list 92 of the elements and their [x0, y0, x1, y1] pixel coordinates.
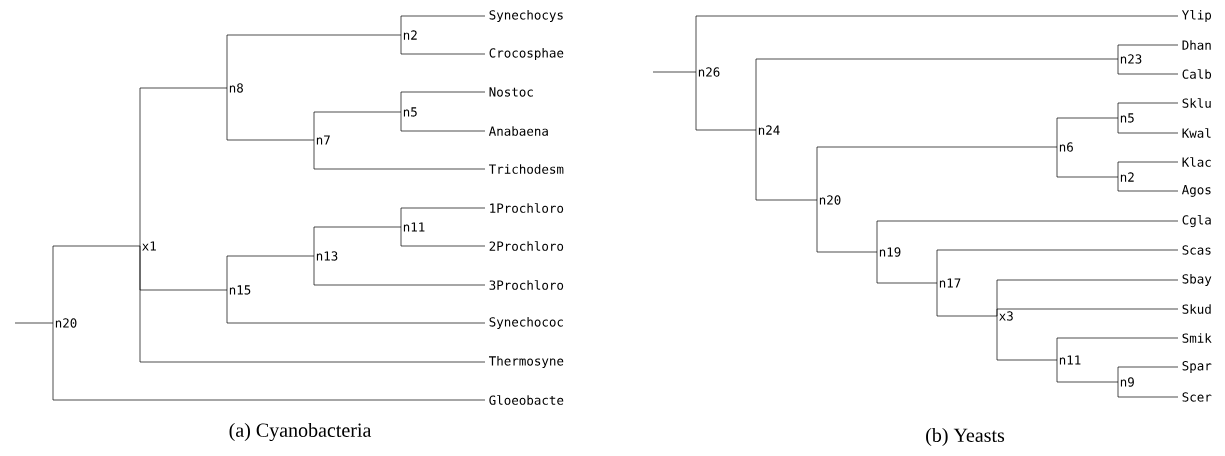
branch-line	[695, 15, 1179, 73]
branch-line	[1117, 161, 1179, 178]
branch-line	[14, 322, 54, 324]
branch-line	[1117, 366, 1179, 383]
branch-line	[1056, 146, 1119, 178]
branch-line	[876, 220, 1179, 253]
branch-line	[1117, 102, 1179, 119]
branch-line	[876, 251, 938, 284]
leaf-label: Cgla	[1182, 214, 1211, 228]
tree-node-label: n15	[229, 285, 251, 295]
leaf-label: Thermosyne	[489, 355, 564, 369]
branch-line	[400, 207, 486, 228]
branch-line	[1117, 44, 1179, 60]
branch-line	[313, 226, 402, 257]
branch-line	[755, 58, 1119, 131]
leaf-label: Synechocys	[489, 9, 563, 23]
tree-node-label: n19	[879, 247, 901, 257]
branch-line	[1056, 337, 1179, 361]
branch-line	[313, 255, 486, 286]
branch-line	[52, 322, 486, 401]
tree-node-label: n7	[316, 135, 330, 145]
leaf-label: Ylip	[1181, 9, 1212, 23]
branch-line	[936, 282, 998, 317]
tree-node-label: n26	[698, 67, 720, 77]
tree-node-label: x3	[999, 311, 1013, 321]
subfigure-caption: (a) Cyanobacteria	[229, 422, 372, 442]
branch-line	[226, 289, 486, 324]
tree-node-label: x1	[142, 241, 156, 251]
tree-node-label: n13	[316, 251, 338, 261]
branch-line	[652, 71, 697, 73]
branch-line	[1117, 58, 1179, 75]
tree-node-label: n6	[1059, 142, 1073, 152]
leaf-label: 1Prochloro	[490, 203, 564, 213]
branch-line	[139, 87, 228, 247]
branch-line	[400, 15, 486, 36]
leaf-label: 3Prochloro	[489, 280, 564, 290]
branch-line	[1056, 359, 1119, 383]
branch-line	[313, 111, 402, 141]
leaf-label: Smik	[1182, 333, 1212, 343]
tree-node-label: n20	[55, 318, 77, 328]
tree-node-label: n11	[1059, 355, 1081, 365]
branch-line	[52, 245, 141, 324]
tree-node-label: n5	[403, 107, 417, 117]
branch-line	[226, 34, 402, 89]
branch-line	[1056, 117, 1119, 148]
branch-line	[313, 139, 486, 170]
branch-line	[400, 111, 486, 132]
branch-line	[1117, 381, 1179, 398]
branch-line	[755, 129, 818, 201]
branch-line	[936, 249, 1179, 284]
branch-line	[1117, 176, 1179, 192]
tree-node-label: n8	[229, 83, 243, 93]
tree-node-label: n20	[819, 195, 841, 205]
tree-node-label: n2	[1120, 172, 1134, 182]
branch-line	[996, 315, 1058, 361]
branch-line	[816, 146, 1058, 201]
leaf-label: Sklu	[1182, 98, 1211, 108]
branch-line	[139, 245, 486, 363]
leaf-label: Gloeobacte	[489, 395, 564, 405]
tree-node-label: n23	[1120, 54, 1142, 64]
branch-line	[400, 34, 486, 55]
tree-node-label: n11	[403, 222, 425, 232]
leaf-label: Dhan	[1182, 40, 1211, 50]
tree-node-label: n5	[1120, 113, 1134, 123]
branch-line	[226, 255, 315, 291]
branch-line	[816, 199, 878, 253]
tree-node-label: n17	[939, 278, 961, 288]
leaf-label: Crocosphae	[489, 47, 564, 61]
leaf-label: Anabaena	[488, 126, 548, 136]
branch-line	[226, 87, 315, 141]
leaf-label: Calb	[1182, 69, 1212, 79]
tree-node-label: n24	[758, 125, 780, 135]
leaf-label: 2Prochloro	[489, 241, 564, 251]
leaf-label: Trichodesm	[489, 164, 564, 174]
subfigure-caption: (b) Yeasts	[926, 427, 1005, 447]
branch-line	[1117, 117, 1179, 134]
leaf-label: Nostoc	[489, 87, 533, 97]
leaf-label: Kwal	[1182, 128, 1211, 138]
branch-line	[400, 226, 486, 247]
leaf-label: Synechococ	[489, 316, 563, 330]
tree-node-label: n2	[403, 30, 417, 40]
branch-line	[695, 71, 757, 131]
leaf-label: Scas	[1182, 245, 1211, 255]
leaf-label: Spar	[1182, 361, 1212, 373]
leaf-label: Klac	[1182, 157, 1211, 167]
leaf-label: Scer	[1182, 392, 1212, 402]
leaf-label: Skud	[1182, 304, 1211, 314]
branch-line	[400, 91, 486, 113]
tree-node-label: n9	[1120, 377, 1134, 387]
leaf-label: Sbay	[1182, 273, 1212, 287]
leaf-label: Agos	[1181, 185, 1211, 197]
branch-line	[996, 308, 1179, 317]
